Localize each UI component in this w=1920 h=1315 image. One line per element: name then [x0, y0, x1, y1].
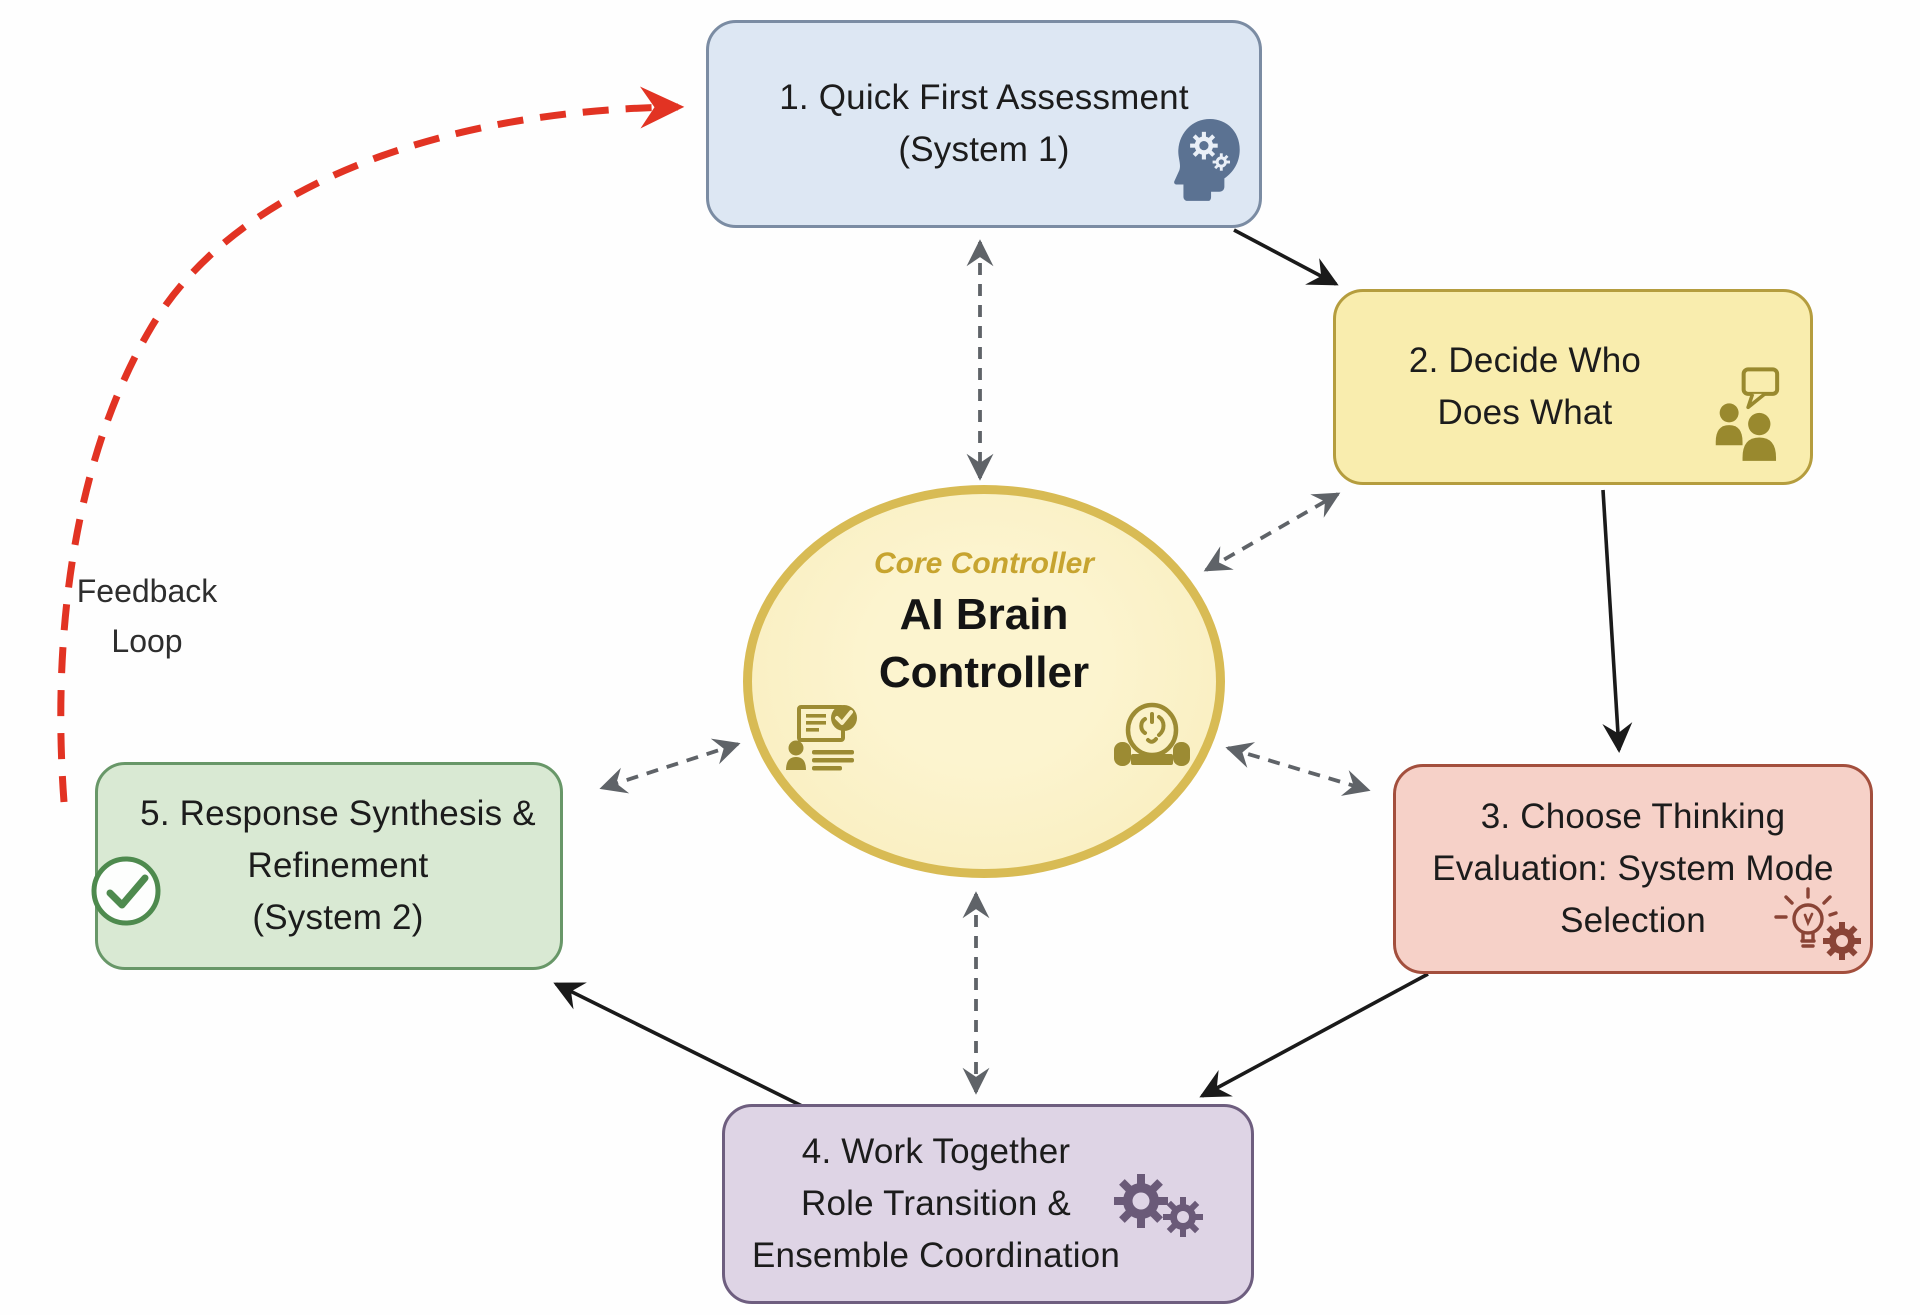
arrow-feedback-loop [57, 86, 685, 803]
node4-line2: Role Transition & [801, 1184, 1071, 1223]
people-chat-icon [1715, 367, 1780, 461]
center-title-line1: AI Brain [899, 590, 1069, 639]
arrow-flow-2-3 [1601, 489, 1633, 753]
node4-line1: 4. Work Together [801, 1132, 1071, 1171]
node5-line2: Refinement [247, 846, 429, 885]
node-quick-first-assessment: 1. Quick First Assessment (System 1) [706, 20, 1262, 228]
feedback-label-line2: Loop [111, 623, 183, 659]
arrow-center-node5 [599, 738, 741, 794]
node3-line1: 3. Choose Thinking [1480, 797, 1786, 836]
node-ai-brain-controller: Core Controller AI Brain Controller [743, 485, 1225, 878]
arrow-center-node3 [1225, 742, 1371, 796]
node-choose-thinking-evaluation: 3. Choose Thinking Evaluation: System Mo… [1393, 764, 1873, 974]
feedback-loop-label: Feedback Loop [58, 566, 236, 666]
center-title-line2: Controller [878, 648, 1090, 697]
node5-line3: (System 2) [252, 898, 424, 937]
gears-icon [1114, 1174, 1203, 1237]
arrow-flow-1-2 [1233, 228, 1339, 286]
node2-line2: Does What [1437, 393, 1613, 432]
head-gears-icon [1174, 119, 1240, 201]
arrow-flow-4-5 [553, 982, 803, 1108]
node1-line2: (System 1) [898, 130, 1070, 169]
node3-line3: Selection [1560, 901, 1706, 940]
node2-line1: 2. Decide Who [1408, 341, 1642, 380]
brain-meeting-icon [1114, 702, 1190, 766]
document-check-icon [786, 705, 857, 771]
node1-line1: 1. Quick First Assessment [779, 78, 1189, 117]
node-decide-who-does-what: 2. Decide Who Does What [1333, 289, 1813, 485]
node3-line2: Evaluation: System Mode [1432, 849, 1834, 888]
arrow-flow-3-4 [1199, 972, 1429, 1098]
arrow-center-node2 [1203, 492, 1341, 572]
node-response-synthesis-refinement: 5. Response Synthesis & Refinement (Syst… [91, 762, 563, 970]
center-subtitle: Core Controller [873, 547, 1095, 580]
check-circle-icon [91, 856, 161, 926]
feedback-label-line1: Feedback [76, 573, 218, 609]
node4-line3: Ensemble Coordination [751, 1236, 1121, 1275]
bulb-gear-icon [1774, 887, 1861, 960]
node5-line1: 5. Response Synthesis & [140, 794, 536, 833]
node-work-together-coordination: 4. Work Together Role Transition & Ensem… [722, 1104, 1254, 1304]
